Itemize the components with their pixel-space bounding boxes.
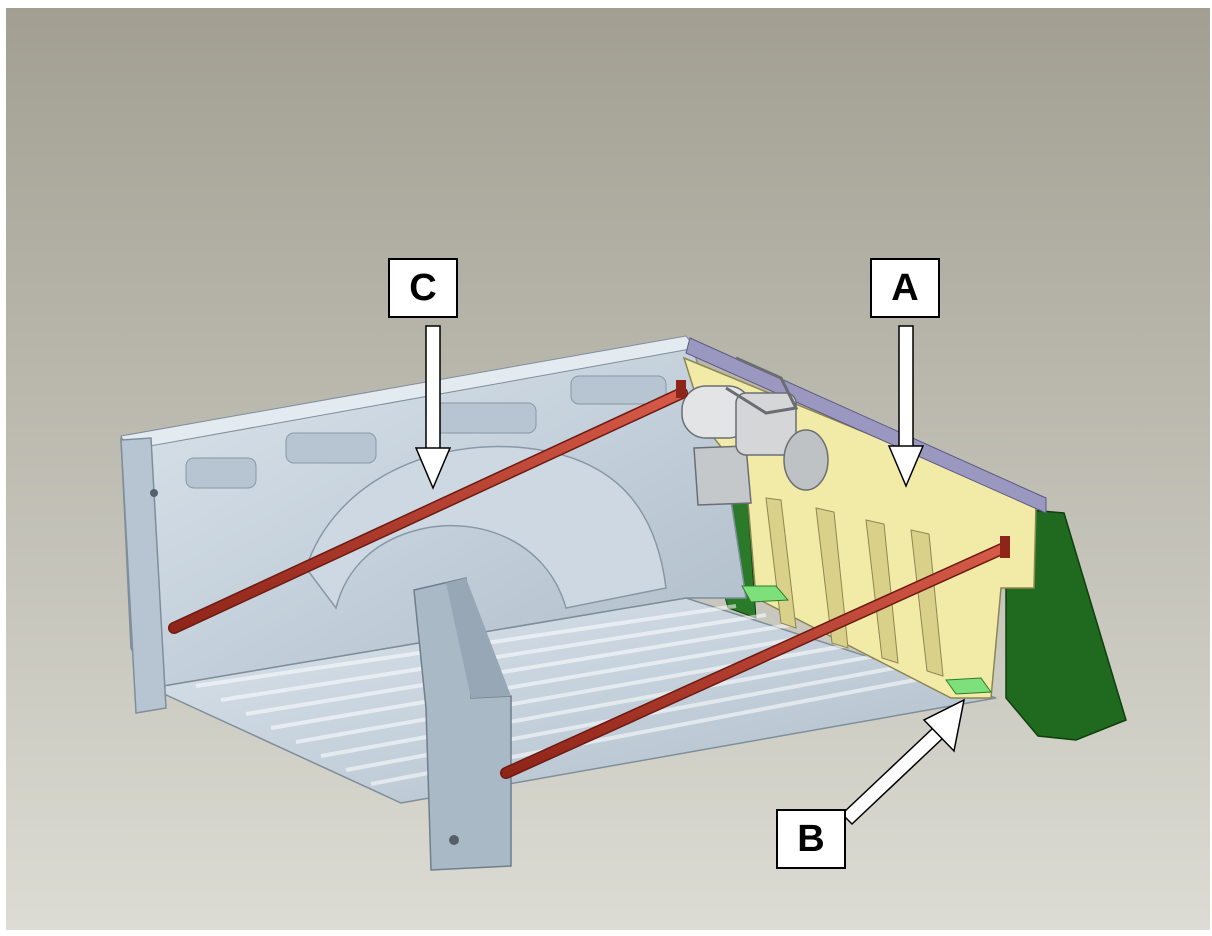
leader-arrow-a	[887, 325, 925, 488]
front-corner-post	[120, 437, 167, 714]
truck-bed-illustration	[6, 8, 1210, 930]
winch-assembly	[681, 356, 829, 506]
callout-c: C	[388, 258, 458, 318]
diagram-frame: C A B	[6, 8, 1210, 930]
callout-a: A	[870, 258, 940, 318]
wheel-well	[305, 445, 667, 610]
bulkhead-top-rail	[685, 337, 1047, 514]
green-end-panel	[1005, 507, 1127, 741]
side-wall-stampings	[185, 375, 667, 489]
mount-pad-front	[741, 585, 790, 603]
leader-arrow-b	[840, 698, 966, 826]
crossbar-lower	[500, 536, 1010, 779]
callout-b: B	[776, 809, 846, 869]
leader-arrow-c	[414, 325, 452, 490]
mount-pad-rear	[945, 677, 992, 695]
crossbar-upper	[168, 380, 688, 634]
